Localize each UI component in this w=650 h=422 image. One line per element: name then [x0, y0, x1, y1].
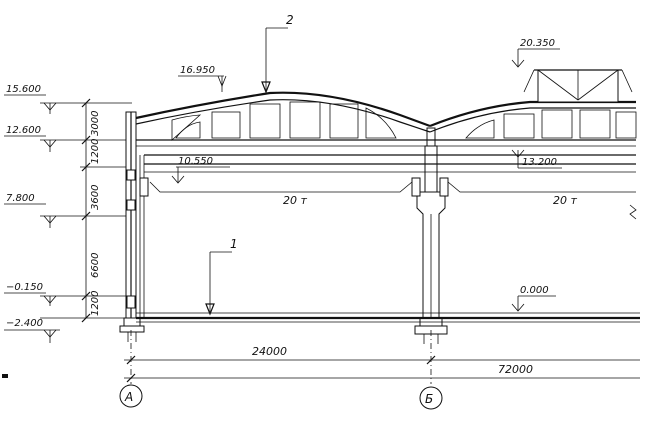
elevation-minus-0150: −0.150	[6, 282, 43, 293]
elevation-10550-marker: 10.550	[171, 156, 230, 184]
height-3600: 3600	[90, 185, 101, 210]
axis-b-label: Б	[425, 392, 433, 406]
grid-axes: А Б	[119, 330, 443, 410]
elevation-16950: 16.950	[180, 65, 215, 76]
elevation-7800: 7.800	[6, 193, 35, 204]
column-axis-a	[119, 111, 145, 342]
column-axis-b	[414, 127, 448, 344]
elevation-13200: 13.200	[522, 157, 557, 168]
elevation-13200-marker: 13.200	[511, 149, 562, 169]
roof-truss-left	[135, 91, 431, 147]
elevation-20350: 20.350	[520, 38, 555, 49]
elevation-minus-2400: −2.400	[6, 318, 43, 329]
callout-1-number: 1	[230, 237, 238, 251]
height-6600: 6600	[90, 253, 101, 278]
axis-a-label: А	[124, 390, 133, 404]
callout-2-number: 2	[286, 13, 294, 27]
crane-capacity-right: 20 т	[553, 194, 577, 207]
crane-beams	[139, 154, 637, 220]
elevation-20350-marker: 20.350	[511, 38, 560, 68]
height-1200-top: 1200	[90, 139, 101, 164]
height-3000: 3000	[90, 111, 101, 136]
roof-lantern	[523, 69, 633, 103]
span-dimensions: 24000 72000	[2, 345, 640, 383]
roof-truss-right	[429, 100, 637, 147]
elevation-10550: 10.550	[178, 156, 213, 167]
crane-capacity-left: 20 т	[283, 194, 307, 207]
span-72000: 72000	[498, 363, 533, 376]
elevation-16950-marker: 16.950	[178, 65, 227, 92]
floor-slab	[136, 312, 640, 323]
elevation-markers-left: 15.600 12.600 7.800 −0.150 −2.400 3000 1…	[4, 84, 132, 343]
span-24000: 24000	[252, 345, 287, 358]
callout-2: 2	[261, 13, 294, 94]
elevation-15600: 15.600	[6, 84, 41, 95]
elevation-0000-marker: 0.000	[511, 285, 556, 312]
callout-1: 1	[205, 237, 238, 316]
elevation-0000: 0.000	[520, 285, 549, 296]
elevation-12600: 12.600	[6, 125, 41, 136]
height-1200-bottom: 1200	[90, 291, 101, 316]
